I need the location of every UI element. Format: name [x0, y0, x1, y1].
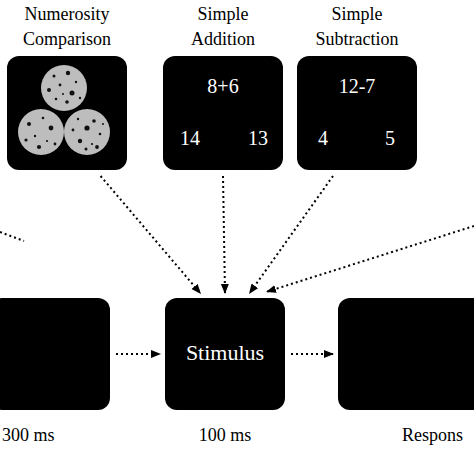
screen-text: 14 [170, 126, 210, 150]
screen-text: Stimulus [165, 340, 285, 366]
dotted-arrow [101, 176, 201, 294]
text-slot: Respons [402, 424, 463, 446]
offscreen-arrow [0, 232, 24, 241]
text-slot: Numerosity Comparison [17, 2, 117, 52]
task-heading: Simple Subtraction [307, 2, 407, 52]
dotted-arrow [249, 176, 333, 294]
text-slot: 8+6 [163, 74, 283, 98]
task-screen: Numerosity Comparison [7, 56, 127, 170]
dot-array-illustration [7, 56, 127, 170]
screen-text: 8+6 [163, 74, 283, 98]
screen-text: 5 [370, 126, 410, 150]
dotted-arrow [291, 353, 334, 355]
stimulus-screen: Stimulus100 ms [165, 298, 285, 410]
text-slot: 12-7 [297, 74, 417, 98]
dot-circle [18, 109, 64, 155]
response-screen: Respons [338, 298, 474, 410]
text-slot: 300 ms [2, 424, 55, 446]
text-slot: Stimulus [165, 340, 285, 366]
dotted-arrow [223, 176, 225, 294]
offscreen-arrow [266, 226, 474, 292]
text-slot: 14 [170, 126, 210, 150]
dot-circle [41, 65, 87, 111]
screen-text: 4 [303, 126, 343, 150]
screen-text: 12-7 [297, 74, 417, 98]
text-slot: Simple Addition [173, 2, 273, 52]
screen-text: Respons [402, 424, 463, 446]
text-slot: Simple Subtraction [307, 2, 407, 52]
text-slot: 4 [303, 126, 343, 150]
task-screen: Simple Addition8+61413 [163, 56, 283, 170]
screen-text: 100 ms [165, 424, 285, 446]
task-heading: Numerosity Comparison [17, 2, 117, 52]
text-slot: 13 [238, 126, 278, 150]
dotted-arrow [116, 353, 161, 355]
screen-text: 300 ms [2, 424, 55, 446]
dot-circle [64, 109, 110, 155]
task-heading: Simple Addition [173, 2, 273, 52]
text-slot: 100 ms [165, 424, 285, 446]
fixation-screen: 300 ms [0, 298, 110, 410]
text-slot: 5 [370, 126, 410, 150]
task-screen: Simple Subtraction12-745 [297, 56, 417, 170]
screen-text: 13 [238, 126, 278, 150]
